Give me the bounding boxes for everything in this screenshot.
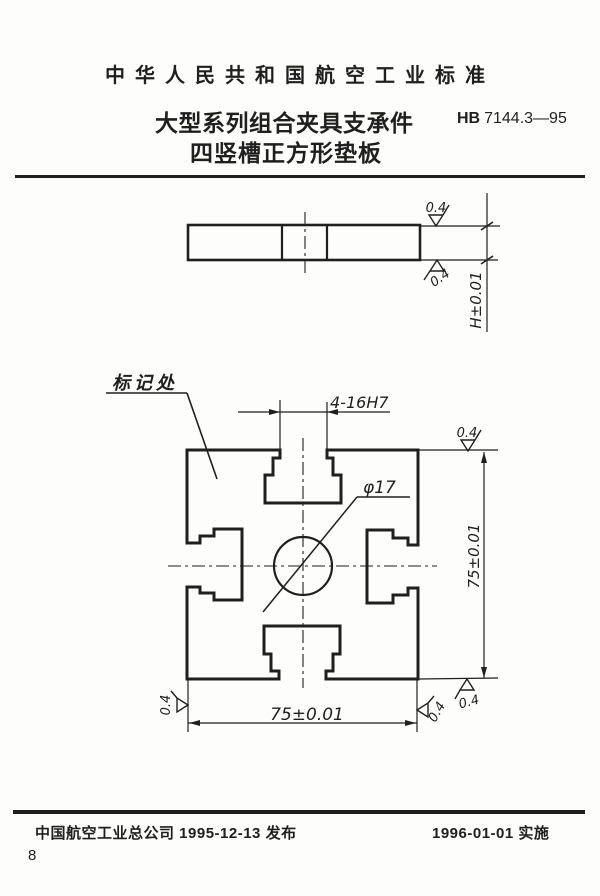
roughness-symbol-top: 0.4	[426, 201, 450, 228]
hole-dim-text: φ17	[363, 478, 396, 498]
page-number: 8	[28, 847, 37, 864]
plan-view: 标记处 4-16H7 φ17	[106, 373, 499, 732]
subject-title-line2: 四竖槽正方形垫板	[190, 140, 382, 166]
roughness-top-text: 0.4	[426, 201, 447, 216]
hole-dimension: φ17	[262, 478, 410, 613]
side-view: H±0.01 0.4 0.4	[186, 193, 500, 332]
roughness-mid-bottom-right-text: 0.4	[457, 693, 481, 713]
roughness-bottom-left: 0.4	[159, 690, 190, 716]
roughness-top-right-text: 0.4	[457, 426, 478, 441]
roughness-mid-bottom-right: 0.4	[417, 677, 499, 713]
roughness-bottom-left-text: 0.4	[159, 695, 174, 716]
marking-leader-line	[186, 392, 218, 480]
plate-section-outline	[186, 223, 422, 262]
height-dim-text: 75±0.01	[465, 523, 483, 588]
extension-bottom-edge	[417, 677, 499, 680]
standard-number-prefix: HB	[457, 110, 481, 127]
roughness-symbol-bottom: 0.4	[423, 258, 453, 290]
width-dimension: 75±0.01	[187, 680, 418, 732]
slot-dimension: 4-16H7	[238, 393, 390, 450]
implementation-line: 1996-01-01 实施	[432, 825, 550, 842]
dim-tick-bottom	[480, 255, 494, 265]
roughness-bottom-right-text: 0.4	[426, 700, 449, 725]
standard-number-value: 7144.3—95	[484, 110, 567, 127]
footer-divider	[13, 810, 585, 814]
thickness-dim-text: H±0.01	[467, 271, 485, 328]
technical-drawing: H±0.01 0.4 0.4 标记处	[106, 193, 500, 732]
slot-dim-arrow-right	[327, 409, 338, 415]
hole-leader-line	[262, 496, 358, 613]
slot-dim-text: 4-16H7	[330, 393, 389, 412]
height-dim-arrow-top	[481, 452, 487, 463]
width-dim-arrow-left	[189, 720, 200, 726]
roughness-bottom-right: 0.4	[415, 695, 449, 725]
issuer-line: 中国航空工业总公司 1995-12-13 发布	[35, 825, 297, 842]
width-dim-text: 75±0.01	[270, 705, 344, 725]
marking-callout: 标记处	[106, 373, 218, 480]
roughness-top-right: 0.4	[418, 426, 498, 453]
marking-label-text: 标记处	[112, 373, 178, 393]
slot-dim-arrow-left	[269, 409, 280, 415]
height-dimension: 75±0.01	[465, 452, 487, 678]
height-dim-arrow-bottom	[481, 667, 487, 678]
header-divider	[15, 175, 585, 178]
dim-tick-top	[480, 221, 494, 231]
subject-title-line1: 大型系列组合夹具支承件	[155, 110, 414, 136]
standard-title: 中华人民共和国航空工业标准	[105, 65, 495, 87]
width-dim-arrow-right	[405, 720, 416, 726]
